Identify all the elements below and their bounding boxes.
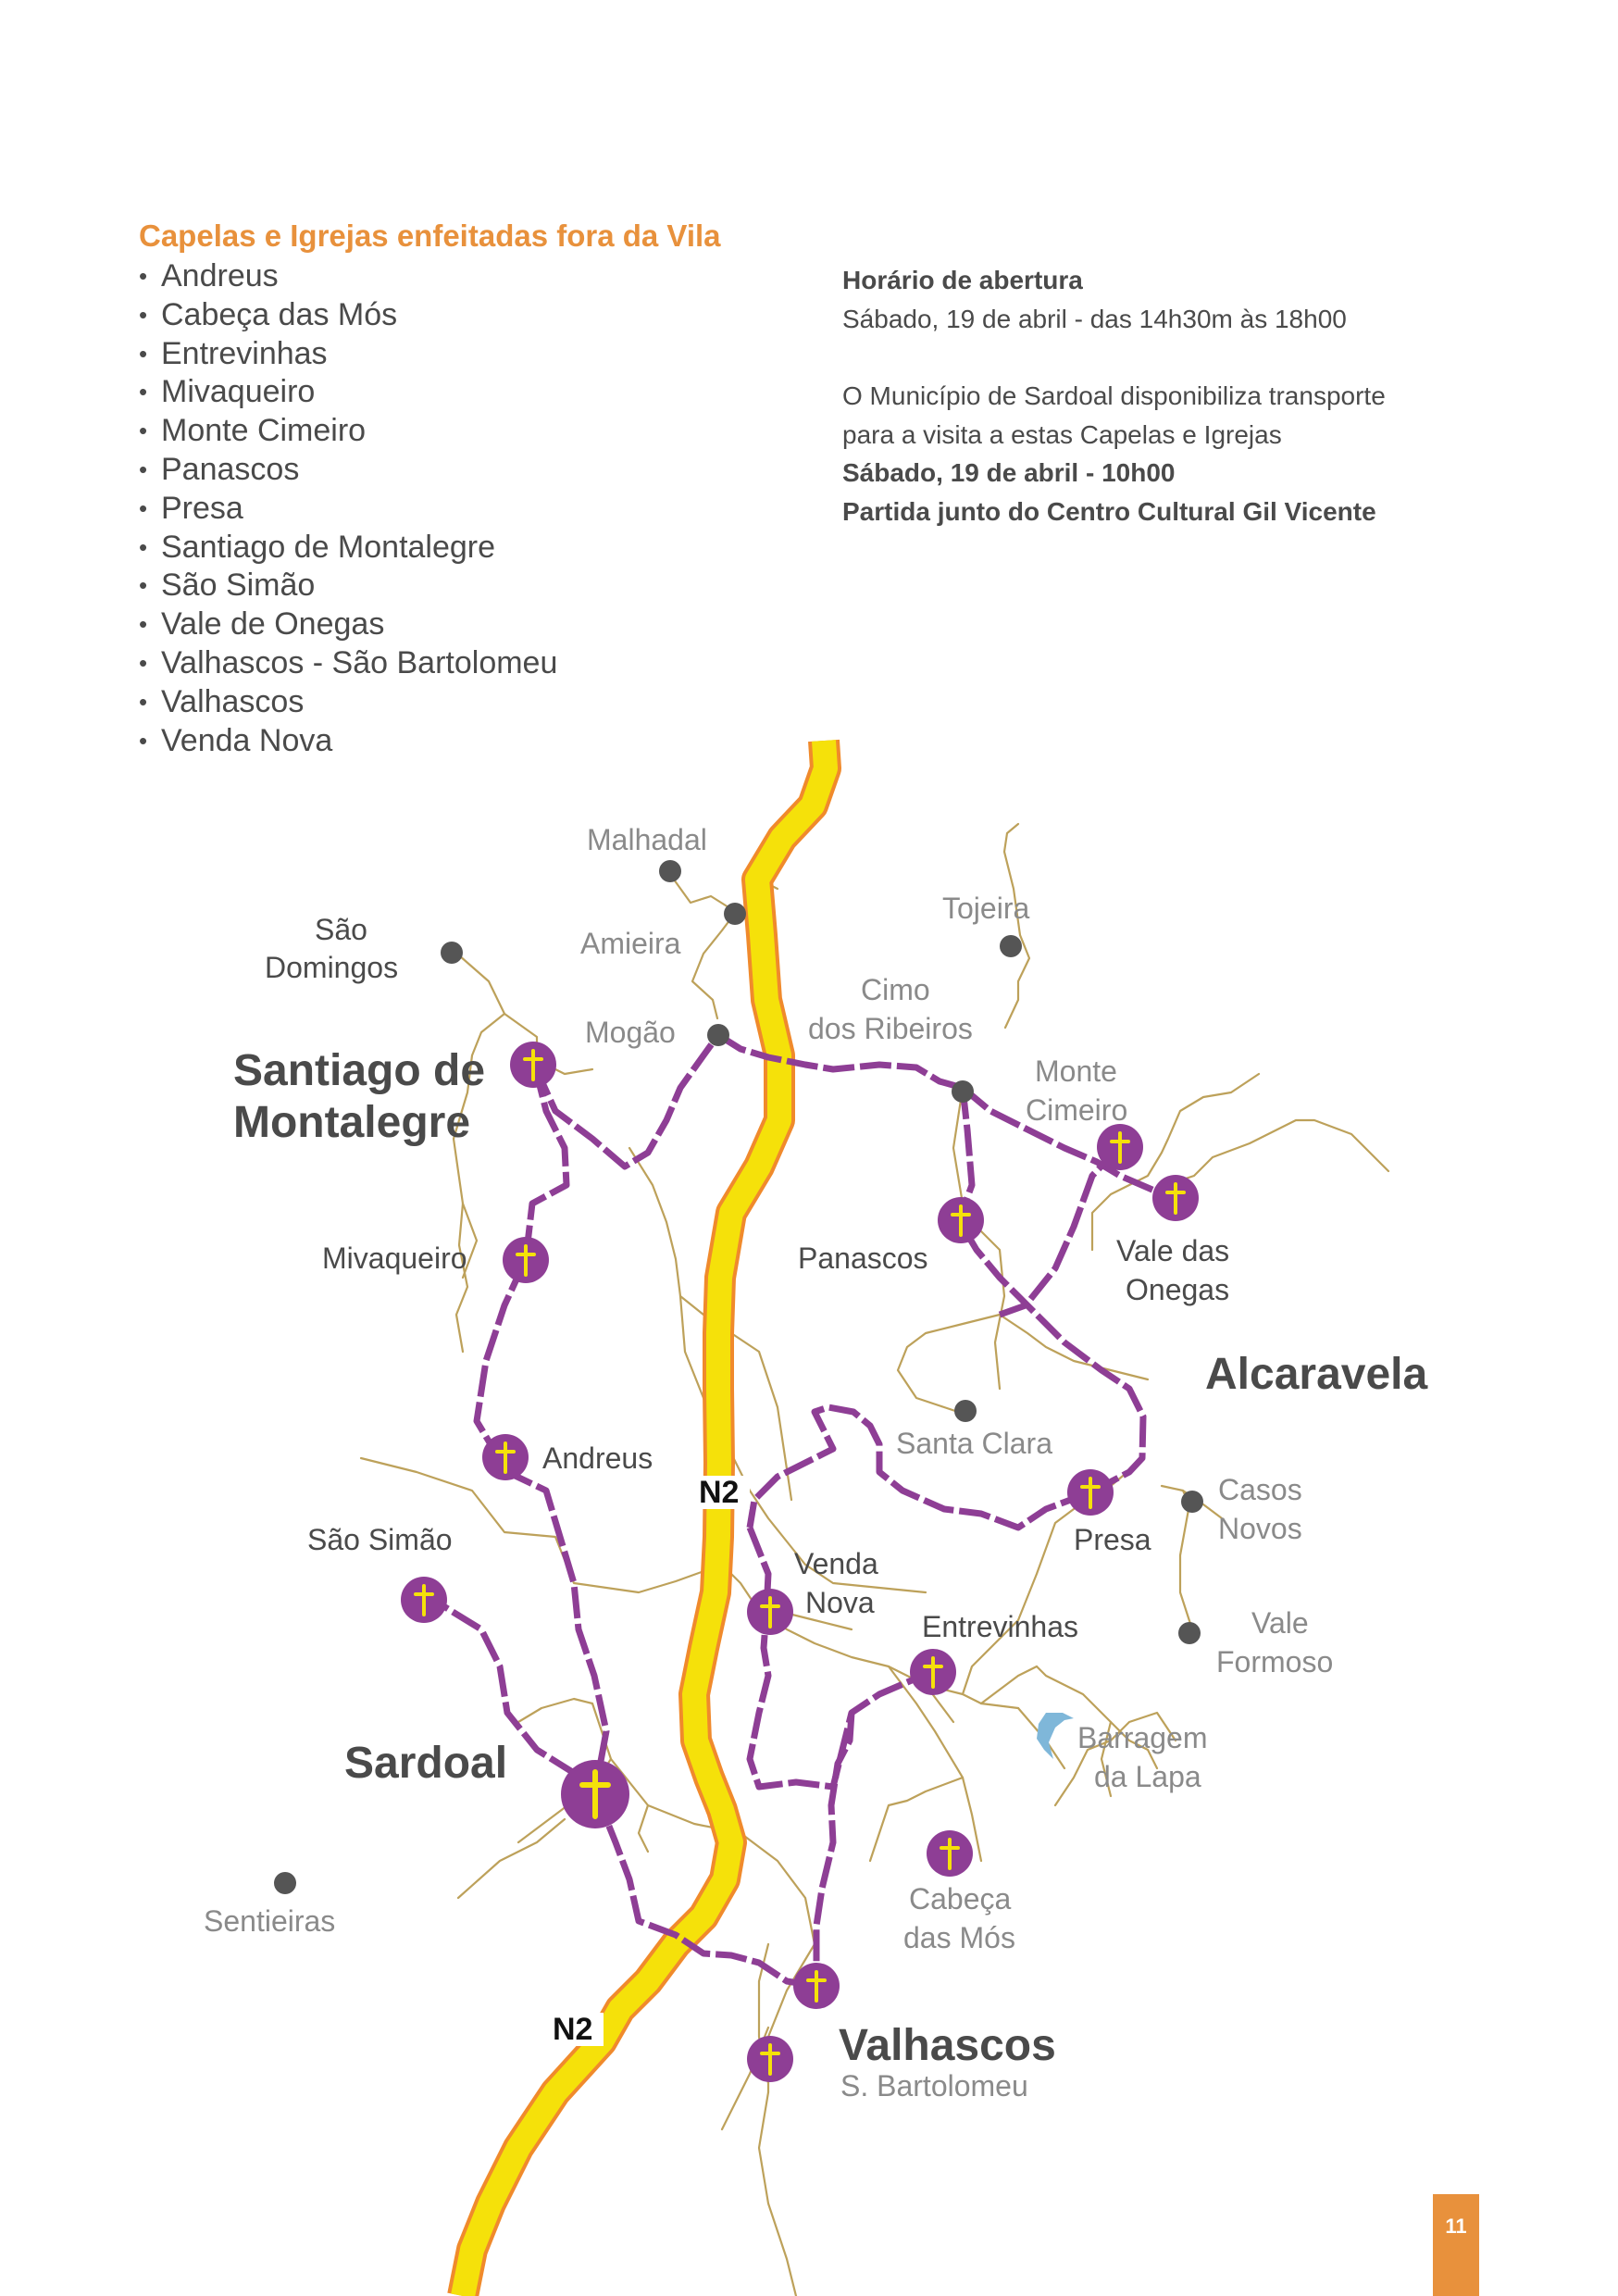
- place-amieira: Amieira: [580, 927, 681, 960]
- list-item: Vale de Onegas: [139, 605, 557, 644]
- opening-info: Horário de abertura Sábado, 19 de abril …: [842, 261, 1386, 530]
- place-mogao: Mogão: [585, 1016, 676, 1049]
- dot-sentieiras: [274, 1872, 296, 1894]
- village-dots: [274, 860, 1203, 1894]
- place-monte-cimeiro-2: Cimeiro: [1026, 1093, 1127, 1127]
- chapel-icon-cabeca-mos: [925, 1828, 975, 1878]
- chapel-icon-venda-nova: [745, 1587, 795, 1637]
- list-item: Monte Cimeiro: [139, 412, 557, 451]
- dot-vale-formoso: [1178, 1622, 1201, 1644]
- place-vale-onegas-2: Onegas: [1126, 1273, 1229, 1306]
- list-item: Mivaqueiro: [139, 373, 557, 412]
- dot-santa-clara: [954, 1400, 977, 1422]
- place-casos-novos-1: Casos: [1218, 1473, 1302, 1506]
- departure-date: Sábado, 19 de abril - 10h00: [842, 458, 1176, 487]
- chapel-icon-santiago: [508, 1040, 558, 1090]
- chapel-icon-presa: [1065, 1467, 1115, 1517]
- place-barragem-2: da Lapa: [1094, 1760, 1201, 1793]
- place-andreus: Andreus: [542, 1441, 653, 1475]
- chapel-icon-panascos: [936, 1195, 986, 1245]
- place-cimo-1: Cimo: [861, 973, 930, 1006]
- chapel-icon-mivaqueiro: [501, 1235, 551, 1285]
- place-tojeira: Tojeira: [942, 892, 1029, 925]
- dot-cimo-ribeiros: [952, 1080, 974, 1103]
- place-sao-simao: São Simão: [307, 1523, 453, 1556]
- place-malhadal: Malhadal: [587, 823, 707, 856]
- list-item: Cabeça das Mós: [139, 296, 557, 335]
- s-bartolomeu: S. Bartolomeu: [840, 2069, 1028, 2103]
- town-alcaravela: Alcaravela: [1205, 1350, 1427, 1399]
- chapel-list: Andreus Cabeça das Mós Entrevinhas Mivaq…: [139, 257, 557, 760]
- list-item: Venda Nova: [139, 722, 557, 761]
- place-cimo-2: dos Ribeiros: [808, 1012, 973, 1045]
- place-sao-domingos-1: São: [315, 913, 367, 946]
- chapel-icon-entrevinhas: [908, 1647, 958, 1697]
- barragem-water: [1037, 1713, 1074, 1759]
- list-item: Valhascos: [139, 683, 557, 722]
- list-item: Andreus: [139, 257, 557, 296]
- dot-amieira: [724, 903, 746, 925]
- list-item: Valhascos - São Bartolomeu: [139, 644, 557, 683]
- place-entrevinhas: Entrevinhas: [922, 1610, 1078, 1643]
- chapel-icon-s-bartolomeu: [745, 2034, 795, 2084]
- place-casos-novos-2: Novos: [1218, 1512, 1302, 1545]
- chapel-icon-andreus: [480, 1432, 530, 1482]
- list-item: Presa: [139, 490, 557, 529]
- place-vale-onegas-1: Vale das: [1116, 1234, 1229, 1267]
- dot-mogao: [707, 1024, 729, 1046]
- town-santiago-2: Montalegre: [233, 1098, 470, 1147]
- transport-text-1: O Município de Sardoal disponibiliza tra…: [842, 381, 1386, 410]
- list-item: Panascos: [139, 451, 557, 490]
- place-vale-formoso-2: Formoso: [1216, 1645, 1333, 1678]
- list-item: Santiago de Montalegre: [139, 529, 557, 568]
- town-santiago-1: Santiago de: [233, 1046, 485, 1095]
- chapel-list-title: Capelas e Igrejas enfeitadas fora da Vil…: [139, 218, 721, 253]
- hours-text: Sábado, 19 de abril - das 14h30m às 18h0…: [842, 304, 1347, 333]
- place-monte-cimeiro-1: Monte: [1035, 1054, 1117, 1088]
- place-venda-nova-1: Venda: [794, 1547, 878, 1580]
- place-mivaqueiro: Mivaqueiro: [322, 1242, 467, 1275]
- n2-road: [447, 739, 841, 2296]
- dot-sao-domingos: [441, 942, 463, 964]
- place-sao-domingos-2: Domingos: [265, 951, 398, 984]
- place-santa-clara: Santa Clara: [896, 1427, 1052, 1460]
- list-item: Entrevinhas: [139, 335, 557, 374]
- place-cabeca-1: Cabeça: [909, 1882, 1012, 1915]
- transport-text-2: para a visita a estas Capelas e Igrejas: [842, 419, 1282, 449]
- hours-title: Horário de abertura: [842, 266, 1083, 294]
- town-sardoal: Sardoal: [344, 1739, 507, 1788]
- chapel-icon-monte-cimeiro: [1095, 1122, 1145, 1172]
- dot-malhadal: [659, 860, 681, 882]
- place-vale-formoso-1: Vale: [1251, 1606, 1309, 1640]
- dot-casos-novos: [1181, 1491, 1203, 1513]
- chapel-icon-valhascos: [791, 1961, 841, 2011]
- list-item: São Simão: [139, 567, 557, 605]
- place-presa: Presa: [1074, 1523, 1151, 1556]
- page-number: 11: [1433, 2194, 1479, 2296]
- chapel-icon-sardoal: [561, 1760, 629, 1828]
- chapel-icon-sao-simao: [399, 1575, 449, 1625]
- n2-label-upper: N2: [699, 1475, 739, 1510]
- place-barragem-1: Barragem: [1077, 1721, 1208, 1754]
- place-venda-nova-2: Nova: [805, 1586, 875, 1619]
- n2-label-lower: N2: [553, 2012, 592, 2047]
- town-valhascos: Valhascos: [839, 2021, 1056, 2070]
- chapel-icon-vale-onegas: [1151, 1173, 1201, 1223]
- place-panascos: Panascos: [798, 1242, 928, 1275]
- place-cabeca-2: das Mós: [903, 1921, 1015, 1954]
- place-sentieiras: Sentieiras: [204, 1904, 335, 1938]
- dot-tojeira: [1000, 935, 1022, 957]
- departure-place: Partida junto do Centro Cultural Gil Vic…: [842, 496, 1376, 526]
